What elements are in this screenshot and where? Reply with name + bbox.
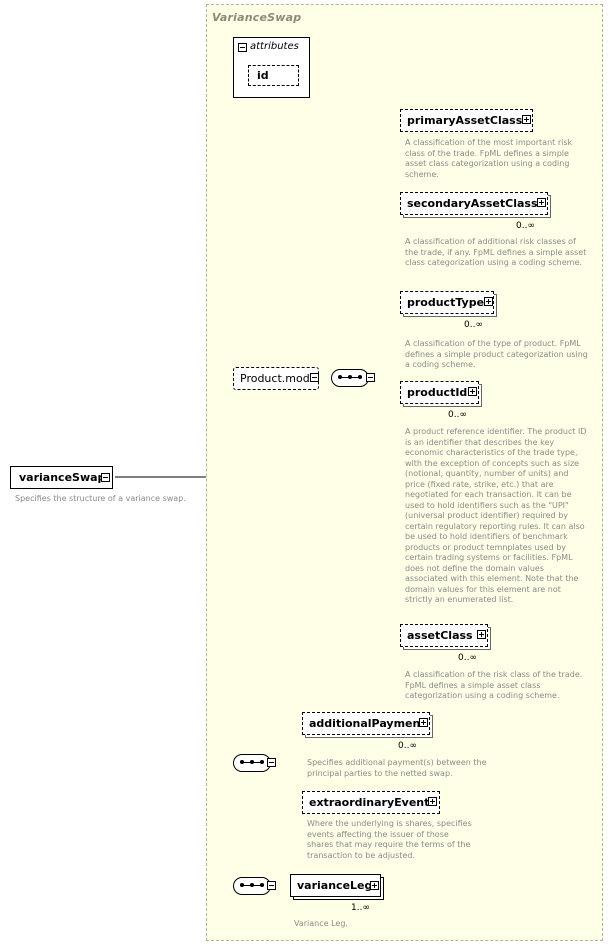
collapse-product-model-icon[interactable] (310, 373, 319, 382)
expand-product-id-icon[interactable] (468, 387, 477, 396)
product-id-description: A product reference identifier. The prod… (405, 427, 587, 604)
collapse-root-icon[interactable] (101, 473, 110, 482)
optional-sequence-compositor-icon[interactable] (233, 754, 271, 772)
asset-class-description: A classification of the risk class of th… (405, 670, 583, 700)
asset-class-cardinality: 0..∞ (458, 653, 477, 663)
expand-extraordinary-events-icon[interactable] (428, 797, 437, 806)
primary-asset-class-description: A classification of the most important r… (405, 138, 573, 179)
element-label: productId (407, 386, 468, 399)
collapse-attributes-icon[interactable] (238, 43, 247, 52)
element-asset-class[interactable]: assetClass (400, 624, 488, 647)
product-type-description: A classification of the type of product.… (405, 339, 588, 369)
expand-additional-payment-icon[interactable] (419, 718, 428, 727)
element-variance-leg[interactable]: varianceLeg (290, 874, 381, 897)
expand-secondary-asset-class-icon[interactable] (537, 198, 546, 207)
element-secondary-asset-class[interactable]: secondaryAssetClass (400, 192, 548, 215)
element-label: extraordinaryEvents (309, 796, 436, 809)
secondary-asset-class-description: A classification of additional risk clas… (405, 237, 587, 267)
element-additional-payment[interactable]: additionalPayment (302, 712, 430, 735)
element-primary-asset-class[interactable]: primaryAssetClass (400, 109, 533, 132)
element-product-id[interactable]: productId (400, 381, 479, 404)
product-model-label: Product.model (240, 372, 320, 385)
element-label: assetClass (407, 629, 473, 642)
variance-swap-type-box (206, 4, 603, 941)
expand-primary-asset-class-icon[interactable] (522, 115, 531, 124)
collapse-leg-sequence-icon[interactable] (267, 881, 276, 890)
product-model-group[interactable]: Product.model (233, 367, 320, 390)
variance-leg-cardinality: 1..∞ (351, 903, 370, 913)
element-label: primaryAssetClass (407, 114, 523, 127)
additional-payment-cardinality: 0..∞ (398, 741, 417, 751)
additional-payment-description: Specifies additional payment(s) between … (307, 758, 487, 778)
root-description: Specifies the structure of a variance sw… (15, 494, 186, 503)
variance-leg-description: Variance Leg. (294, 919, 348, 928)
expand-variance-leg-icon[interactable] (370, 881, 379, 890)
expand-product-type-icon[interactable] (484, 297, 493, 306)
sequence-compositor-icon[interactable] (331, 369, 369, 387)
element-label: varianceLeg (297, 879, 373, 892)
element-extraordinary-events[interactable]: extraordinaryEvents (302, 791, 440, 814)
collapse-optional-sequence-icon[interactable] (267, 758, 276, 767)
product-id-cardinality: 0..∞ (448, 410, 467, 420)
element-label: productType (407, 296, 485, 309)
extraordinary-events-description: Where the underlying is shares, specifie… (307, 819, 472, 860)
element-label: secondaryAssetClass (407, 197, 538, 210)
element-product-type[interactable]: productType (400, 291, 494, 314)
attribute-id[interactable]: id (248, 65, 299, 86)
attributes-title: attributes (250, 41, 299, 52)
leg-sequence-compositor-icon[interactable] (233, 877, 271, 895)
product-type-cardinality: 0..∞ (464, 320, 483, 330)
complex-type-label: VarianceSwap (212, 11, 302, 24)
element-label: additionalPayment (309, 717, 426, 730)
secondary-asset-class-cardinality: 0..∞ (516, 221, 535, 231)
root-element-label: varianceSwap (19, 471, 106, 484)
expand-asset-class-icon[interactable] (477, 630, 486, 639)
root-element-variance-swap[interactable]: varianceSwap (10, 466, 113, 489)
collapse-sequence-icon[interactable] (366, 373, 375, 382)
